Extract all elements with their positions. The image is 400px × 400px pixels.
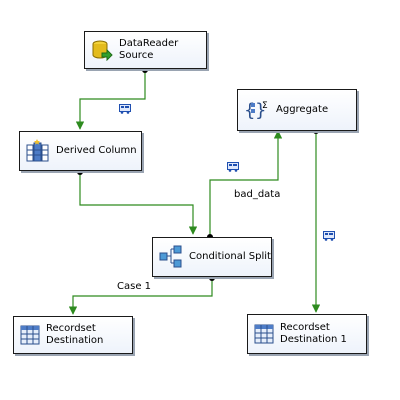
path-split-to-dest[interactable]: [68, 278, 213, 315]
path-derived-to-split[interactable]: [79, 172, 198, 235]
node-label: Recordset Destination 1: [280, 322, 347, 345]
sigma-aggregate-icon: { } Σ: [244, 98, 270, 122]
derived-column-node[interactable]: Derived Column: [19, 131, 142, 171]
node-label: Derived Column: [56, 145, 137, 156]
conditional-split-icon: [159, 245, 183, 269]
path-label-bad-data: bad_data: [234, 189, 281, 200]
data-viewer-icon[interactable]: [323, 231, 335, 241]
svg-text:}: }: [255, 100, 266, 121]
node-label: Aggregate: [276, 104, 329, 115]
grid-table-icon: [20, 325, 40, 345]
path-source-to-derived[interactable]: [75, 69, 146, 130]
node-label: DataReader Source: [119, 38, 179, 61]
derived-column-icon: [26, 139, 50, 163]
node-label: Recordset Destination: [46, 323, 104, 346]
grid-table-icon: [254, 324, 274, 344]
conditional-split-node[interactable]: Conditional Split: [152, 237, 272, 277]
recordset-destination-node[interactable]: Recordset Destination: [13, 316, 133, 354]
aggregate-node[interactable]: { } Σ Aggregate: [237, 89, 357, 131]
svg-text:{: {: [244, 100, 255, 121]
path-split-to-aggregate[interactable]: [209, 130, 283, 236]
path-label-case-1: Case 1: [117, 281, 152, 292]
datareader-source-node[interactable]: DataReader Source: [84, 31, 207, 69]
recordset-destination-1-node[interactable]: Recordset Destination 1: [247, 314, 367, 354]
node-label: Conditional Split: [189, 251, 271, 262]
database-cylinder-icon: [91, 39, 113, 61]
data-viewer-icon[interactable]: [119, 104, 131, 114]
svg-text:Σ: Σ: [262, 101, 268, 111]
data-viewer-icon[interactable]: [227, 162, 239, 172]
